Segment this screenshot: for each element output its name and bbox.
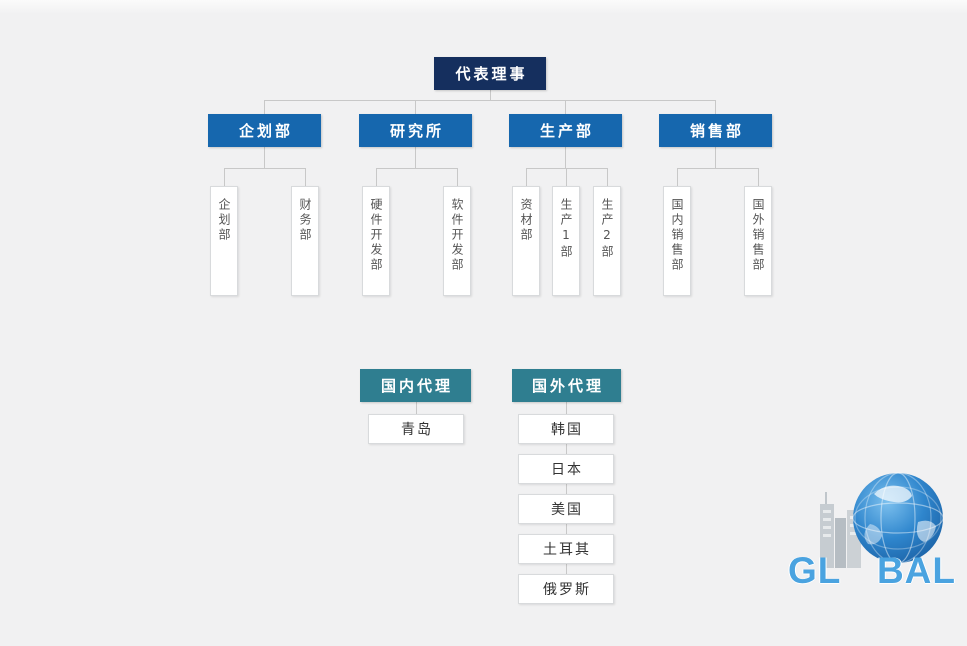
agent-location: 青岛 xyxy=(368,414,464,444)
connector-line xyxy=(526,168,527,186)
agent-location: 土耳其 xyxy=(518,534,614,564)
global-logo: GL BAL xyxy=(778,466,960,598)
org-subnode: 生产2部 xyxy=(593,186,621,296)
org-subnode: 国外销售部 xyxy=(744,186,772,296)
org-subnode: 生产1部 xyxy=(552,186,580,296)
agent-location: 韩国 xyxy=(518,414,614,444)
org-node-root: 代表理事 xyxy=(434,57,546,90)
org-node-dept-planning: 企划部 xyxy=(208,114,321,147)
connector-line xyxy=(376,168,377,186)
connector-line xyxy=(566,564,567,574)
connector-line xyxy=(565,147,566,168)
org-node-dept-research: 研究所 xyxy=(359,114,472,147)
connector-line xyxy=(565,100,566,115)
connector-line xyxy=(415,147,416,168)
connector-line xyxy=(566,524,567,534)
connector-line xyxy=(758,168,759,186)
org-node-dept-sales: 销售部 xyxy=(659,114,772,147)
org-subnode: 资材部 xyxy=(512,186,540,296)
global-logo-graphic xyxy=(820,472,944,568)
connector-line xyxy=(715,147,716,168)
org-node-dept-production: 生产部 xyxy=(509,114,622,147)
org-subnode: 软件开发部 xyxy=(443,186,471,296)
org-subnode: 财务部 xyxy=(291,186,319,296)
connector-line xyxy=(415,100,416,115)
connector-line xyxy=(566,484,567,494)
connector-line xyxy=(715,100,716,115)
org-node-domestic-agents: 国内代理 xyxy=(360,369,471,402)
buildings-icon xyxy=(820,492,861,568)
connector-line xyxy=(607,168,608,186)
connector-line xyxy=(566,168,567,186)
connector-line xyxy=(224,168,305,169)
org-subnode: 硬件开发部 xyxy=(362,186,390,296)
globe-icon xyxy=(852,472,944,564)
org-subnode: 国内销售部 xyxy=(663,186,691,296)
agent-location: 日本 xyxy=(518,454,614,484)
agent-location: 俄罗斯 xyxy=(518,574,614,604)
connector-line xyxy=(566,402,567,414)
connector-line xyxy=(264,100,716,101)
connector-line xyxy=(566,444,567,454)
org-subnode: 企划部 xyxy=(210,186,238,296)
connector-line xyxy=(264,100,265,115)
connector-line xyxy=(264,147,265,168)
connector-line xyxy=(457,168,458,186)
agent-location: 美国 xyxy=(518,494,614,524)
org-node-foreign-agents: 国外代理 xyxy=(512,369,621,402)
connector-line xyxy=(416,402,417,414)
connector-line xyxy=(376,168,457,169)
connector-line xyxy=(677,168,678,186)
connector-line xyxy=(677,168,758,169)
connector-line xyxy=(490,90,491,100)
connector-line xyxy=(305,168,306,186)
connector-line xyxy=(224,168,225,186)
